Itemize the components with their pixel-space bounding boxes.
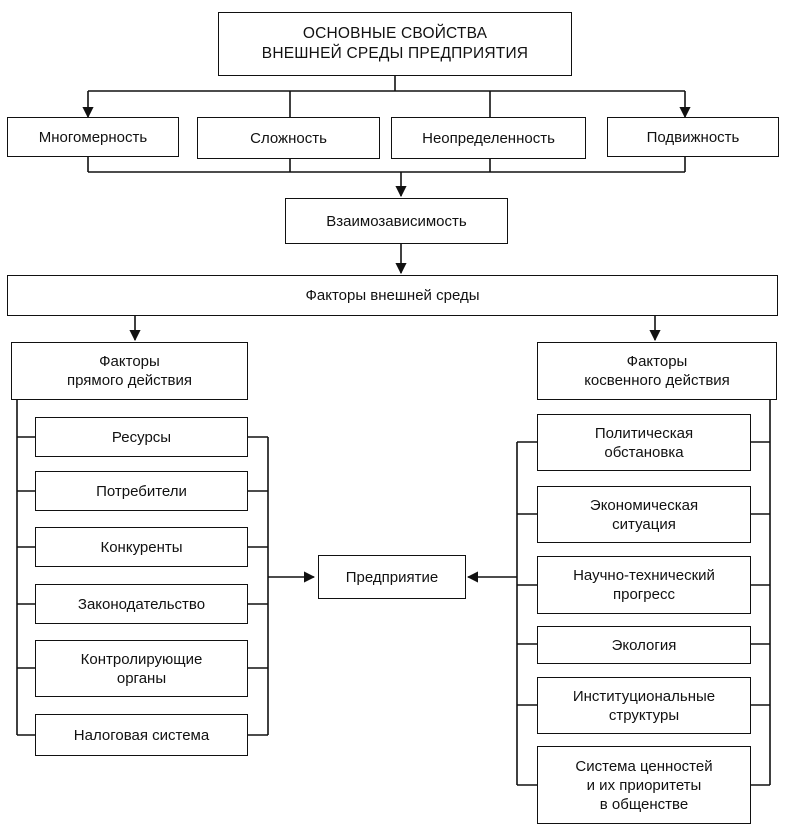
indirect-factors-title: Факторы косвенного действия	[537, 342, 777, 400]
direct-factor-regulators: Контролирующие органы	[35, 640, 248, 697]
indirect-factor-political: Политическая обстановка	[537, 414, 751, 471]
indirect-factor-values: Система ценностей и их приоритеты в обще…	[537, 746, 751, 824]
direct-factor-competitors: Конкуренты	[35, 527, 248, 567]
property-uncertainty: Неопределенность	[391, 117, 586, 159]
indirect-factor-institutional: Институциональные структуры	[537, 677, 751, 734]
interdependence-box: Взаимозависимость	[285, 198, 508, 244]
property-complexity: Сложность	[197, 117, 380, 159]
property-mobility: Подвижность	[607, 117, 779, 157]
direct-factor-legislation: Законодательство	[35, 584, 248, 624]
diagram-title: ОСНОВНЫЕ СВОЙСТВА ВНЕШНЕЙ СРЕДЫ ПРЕДПРИЯ…	[218, 12, 572, 76]
direct-factor-resources: Ресурсы	[35, 417, 248, 457]
external-factors-box: Факторы внешней среды	[7, 275, 778, 316]
indirect-factor-ecology: Экология	[537, 626, 751, 664]
enterprise-box: Предприятие	[318, 555, 466, 599]
direct-factor-tax-system: Налоговая система	[35, 714, 248, 756]
direct-factors-title: Факторы прямого действия	[11, 342, 248, 400]
indirect-factor-scientific: Научно-технический прогресс	[537, 556, 751, 614]
indirect-factor-economic: Экономическая ситуация	[537, 486, 751, 543]
property-multidimensionality: Многомерность	[7, 117, 179, 157]
direct-factor-consumers: Потребители	[35, 471, 248, 511]
